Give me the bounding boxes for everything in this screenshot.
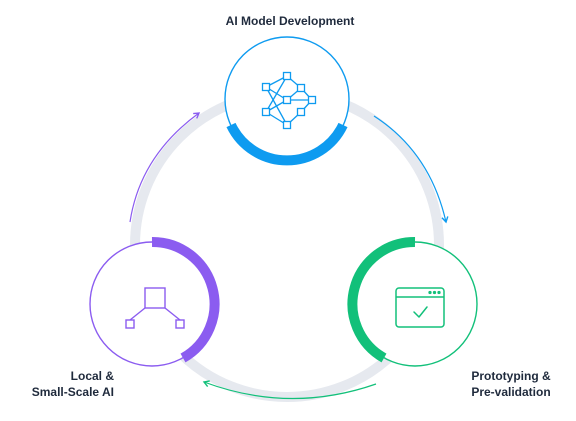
label-right-line2: Pre-validation xyxy=(471,385,551,399)
neural-network-icon xyxy=(261,71,317,130)
label-prototyping: Prototyping & Pre-validation xyxy=(452,368,570,400)
node-tree-icon xyxy=(125,287,185,329)
label-local-ai: Local & Small-Scale AI xyxy=(10,368,114,400)
arrow-right-to-left xyxy=(202,380,377,400)
browser-check-icon xyxy=(395,287,445,328)
arrow-left-to-top xyxy=(129,112,201,223)
node-ai-model-development xyxy=(224,36,350,166)
label-ai-model-development: AI Model Development xyxy=(190,13,390,29)
label-left-line2: Small-Scale AI xyxy=(31,385,114,399)
label-top-text: AI Model Development xyxy=(225,14,355,28)
label-right-line1: Prototyping & xyxy=(471,369,551,383)
arrow-top-to-right xyxy=(373,115,449,224)
label-left-line1: Local & xyxy=(70,369,114,383)
node-local-ai xyxy=(89,236,220,367)
node-prototyping xyxy=(347,236,478,367)
